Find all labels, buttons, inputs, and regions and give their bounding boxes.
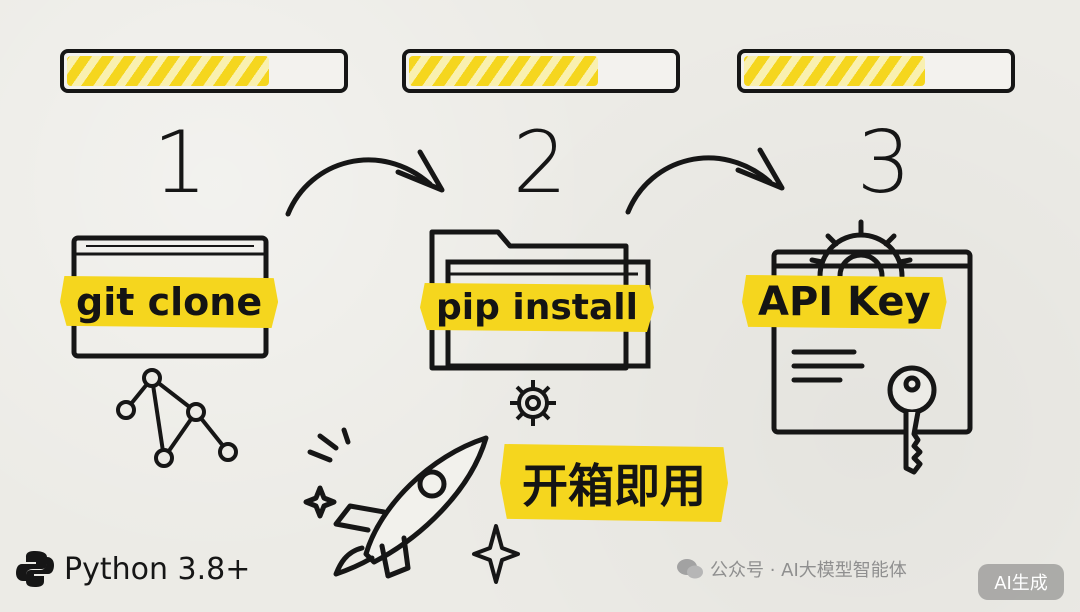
step-1-label: git clone	[60, 276, 279, 328]
step-2-label: pip install	[420, 283, 654, 332]
progress-bar-step-1	[60, 49, 348, 93]
progress-fill-step-1	[67, 56, 269, 86]
ai-generated-badge: AI生成	[978, 564, 1064, 600]
progress-fill-step-3	[744, 56, 925, 86]
key-icon	[887, 365, 937, 475]
step-3-label: API Key	[742, 275, 947, 329]
wechat-icon	[677, 559, 703, 579]
gear-icon	[510, 380, 556, 426]
python-logo-icon	[16, 551, 54, 587]
progress-fill-step-2	[409, 56, 598, 86]
git-network-icon	[116, 368, 238, 468]
watermark: 公众号 · AI大模型智能体	[676, 556, 907, 582]
arrow-2-to-3-icon	[625, 147, 785, 215]
footer-python: Python 3.8+	[14, 548, 250, 590]
sparkle-icon	[472, 524, 520, 584]
footer-label: Python 3.8+	[64, 551, 251, 587]
step-number-2: 2	[512, 113, 568, 213]
document-icon	[771, 249, 973, 435]
highlight-label: 开箱即用	[500, 444, 728, 522]
watermark-label: 公众号 · AI大模型智能体	[710, 560, 907, 581]
arrow-1-to-2-icon	[285, 149, 445, 217]
rocket-icon	[303, 427, 489, 579]
step-number-3: 3	[856, 113, 912, 213]
progress-bar-step-2	[402, 49, 680, 93]
progress-bar-step-3	[737, 49, 1015, 93]
step-number-1: 1	[152, 113, 208, 213]
